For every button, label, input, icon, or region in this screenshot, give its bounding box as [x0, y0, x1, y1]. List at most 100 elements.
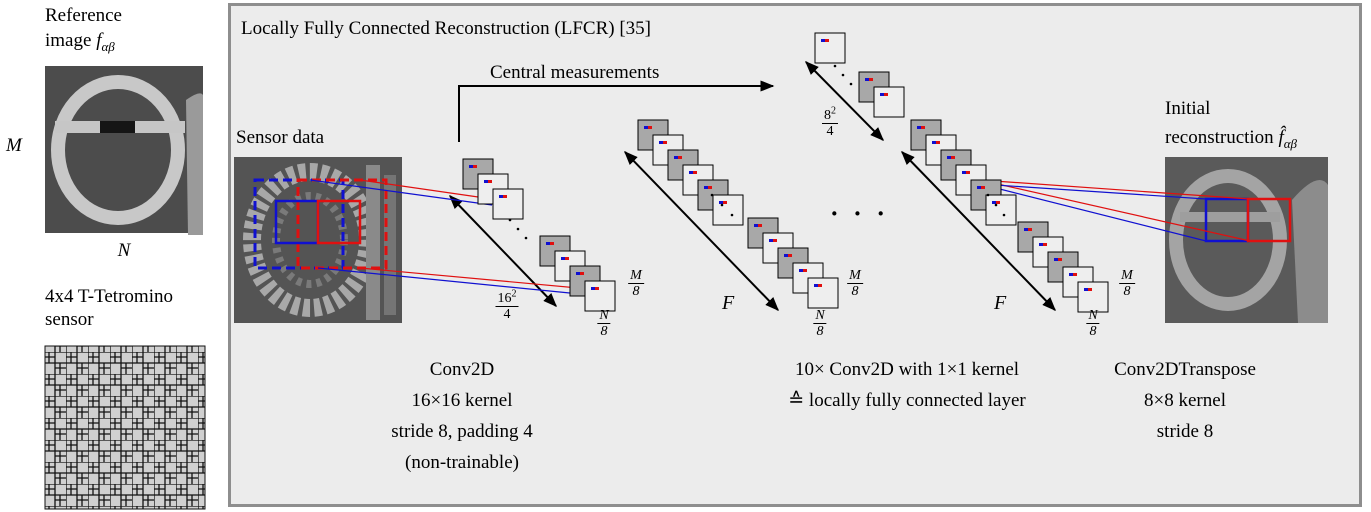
tile-marker-blue [659, 141, 663, 144]
tile-marker-red [1058, 258, 1062, 261]
tile-marker-red [803, 269, 807, 272]
sensor-label-line1: 4x4 T-Tetromino [45, 286, 173, 307]
frac-8sq-over-4: 82 4 [822, 105, 838, 139]
tile-marker-red [951, 156, 955, 159]
reference-symbol: f [96, 30, 102, 51]
tile-marker-red [565, 257, 569, 260]
feature-map-tile-conv2d-bottom-3 [584, 280, 616, 312]
f-label-2: F [994, 292, 1007, 314]
tile-marker-red [788, 254, 792, 257]
frac-8sq-den: 4 [826, 124, 834, 139]
tile-marker-blue [880, 93, 884, 96]
tile-marker-red [966, 171, 970, 174]
depth-arrow-conv2d [449, 194, 557, 308]
frac-16sq-num: 16 [497, 291, 512, 306]
tile-marker-red [1088, 288, 1092, 291]
feature-map-tile-lfc1-top-5 [712, 194, 744, 226]
tile-marker-red [663, 141, 667, 144]
tile-marker-blue [546, 242, 550, 245]
caption-transpose-3: stride 8 [1156, 421, 1214, 442]
depth-arrow-lfc-1 [624, 150, 779, 312]
tile-marker-blue [1069, 273, 1073, 276]
reference-image [45, 66, 203, 235]
tile-marker-red [595, 287, 599, 290]
reference-label-word: image [45, 30, 92, 51]
recon-window-red [1246, 197, 1292, 243]
caption-conv2d-3: stride 8, padding 4 [391, 421, 533, 442]
reference-label-line2: image fαβ [45, 30, 115, 58]
tile-marker-blue [499, 195, 503, 198]
tile-marker-blue [689, 171, 693, 174]
axis-m-label: M [6, 135, 22, 156]
f-label-1: F [722, 292, 735, 314]
tile-marker-red [1028, 228, 1032, 231]
caption-transpose-2: 8×8 kernel [1144, 390, 1226, 411]
initial-recon-label-line1: Initial [1165, 98, 1211, 119]
tile-marker-blue [576, 272, 580, 275]
tile-marker-blue [1084, 288, 1088, 291]
reference-subscript: αβ [101, 38, 115, 54]
initial-recon-word: reconstruction [1165, 127, 1274, 148]
tile-marker-blue [947, 156, 951, 159]
recon-subscript: αβ [1283, 135, 1298, 151]
tile-marker-blue [704, 186, 708, 189]
tile-marker-red [936, 141, 940, 144]
panel-title: Locally Fully Connected Reconstruction (… [241, 18, 652, 39]
tile-marker-blue [962, 171, 966, 174]
sensor-window-red [316, 199, 362, 245]
tile-marker-blue [1039, 243, 1043, 246]
depth-arrow-lfc-2 [901, 150, 1056, 312]
initial-reconstruction-image [1165, 157, 1328, 323]
tile-marker-red [996, 201, 1000, 204]
tile-marker-blue [644, 126, 648, 129]
tile-marker-blue [469, 165, 473, 168]
tile-marker-blue [754, 224, 758, 227]
tile-marker-blue [992, 201, 996, 204]
tile-marker-red [869, 78, 873, 81]
tile-marker-red [773, 239, 777, 242]
feature-map-tiles [462, 32, 1109, 313]
feature-map-tile-lfc1-bottom-4 [807, 277, 839, 309]
tetromino-sensor-pattern [44, 345, 206, 510]
tile-marker-blue [1054, 258, 1058, 261]
central-measurements-arrow [458, 80, 775, 142]
caption-conv2d-4: (non-trainable) [405, 452, 519, 473]
tile-marker-red [550, 242, 554, 245]
sensor-label-line2: sensor [45, 309, 94, 330]
reference-label-line1: Reference [45, 5, 122, 26]
tile-marker-red [473, 165, 477, 168]
tile-marker-red [825, 39, 829, 42]
caption-transpose-1: Conv2DTranspose [1114, 359, 1256, 380]
tile-marker-red [678, 156, 682, 159]
feature-map-tile-conv2d-top-2 [492, 188, 524, 220]
axis-n-label: N [117, 240, 131, 261]
caption-lfc-1: 10× Conv2D with 1×1 kernel [794, 359, 1020, 380]
tile-marker-red [1043, 243, 1047, 246]
tile-marker-red [758, 224, 762, 227]
depth-arrow-central [805, 61, 884, 141]
feature-map-tile-lfc2-bottom-4 [1077, 281, 1109, 313]
caption-lfc-2: ≙ locally fully connected layer [788, 390, 1026, 411]
tile-marker-red [884, 93, 888, 96]
initial-recon-label-line2: reconstruction f̂αβ [1165, 127, 1297, 155]
tile-marker-blue [784, 254, 788, 257]
frac-16sq-sup: 2 [511, 288, 517, 300]
frac-8sq-sup: 2 [831, 105, 836, 117]
tile-marker-red [921, 126, 925, 129]
tile-marker-blue [814, 284, 818, 287]
tile-marker-blue [484, 180, 488, 183]
sensor-data-label: Sensor data [236, 127, 325, 148]
frac-16sq-den: 4 [503, 307, 511, 322]
tile-marker-blue [799, 269, 803, 272]
tile-marker-red [580, 272, 584, 275]
tile-marker-red [723, 201, 727, 204]
tile-marker-red [503, 195, 507, 198]
sensor-data-image [234, 157, 402, 323]
